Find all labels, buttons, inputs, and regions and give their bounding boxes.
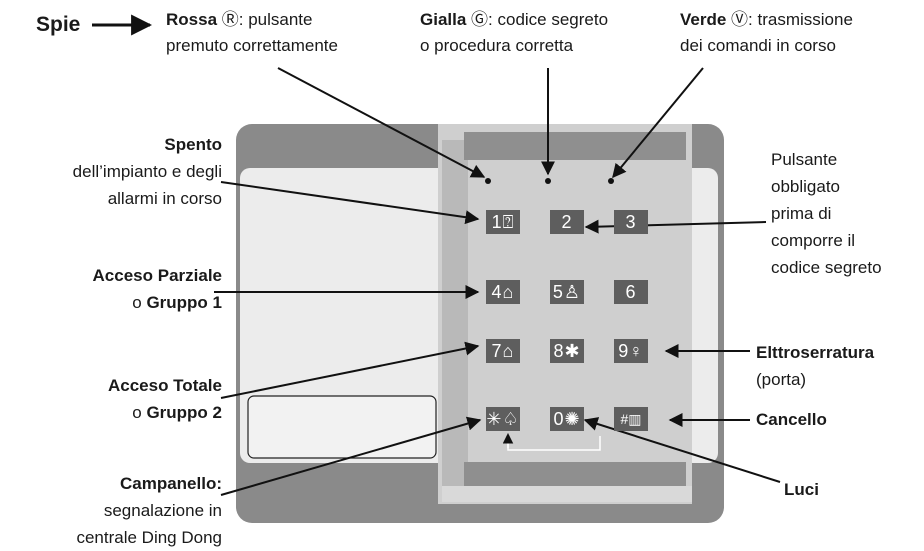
totale-title: Acceso Totale — [107, 376, 222, 395]
luci-title: Luci — [784, 480, 819, 499]
key-2[interactable]: 2 — [550, 210, 584, 234]
verde-text: : trasmissione — [748, 10, 853, 29]
leader-spento — [220, 181, 480, 225]
key-5[interactable]: 5♙ — [550, 280, 584, 304]
spento-title: Spento — [164, 135, 222, 154]
parziale-prefix: o — [132, 293, 147, 312]
keypad-body — [236, 124, 724, 523]
rossa-name: Rossa — [166, 10, 218, 29]
key-9[interactable]: 9♀ — [614, 339, 648, 363]
key-0[interactable]: 0✺ — [550, 407, 584, 431]
key-8[interactable]: 8✱ — [550, 339, 584, 363]
pulsante-l4: comporre il — [771, 231, 856, 250]
pulsante-l2: obbligato — [771, 177, 841, 196]
rossa-text: : pulsante — [238, 10, 313, 29]
gialla-text: : codice segreto — [488, 10, 609, 29]
spento-line2: dell’impianto e degli — [72, 162, 222, 181]
gialla-line2: o procedura corretta — [420, 36, 574, 55]
totale-prefix: o — [132, 403, 147, 422]
rossa-line2: premuto correttamente — [166, 36, 338, 55]
verde-line2: dei comandi in corso — [680, 36, 836, 55]
campanello-title: Campanello: — [119, 474, 222, 493]
leader-verde — [612, 67, 704, 179]
rossa-symbol: Ⓡ — [221, 10, 239, 29]
campanello-line3: centrale Ding Dong — [76, 528, 222, 547]
led-gialla — [545, 178, 551, 184]
spento-line3: allarmi in corso — [107, 189, 222, 208]
verde-name: Verde — [680, 10, 727, 29]
campanello-line2: segnalazione in — [103, 501, 222, 520]
leader-totale — [220, 341, 480, 399]
elettro-sub: (porta) — [756, 370, 807, 389]
parziale-title: Acceso Parziale — [92, 266, 222, 285]
verde-symbol: Ⓥ — [731, 10, 749, 29]
key-1[interactable]: 1⍰ — [486, 210, 520, 234]
spie-label: Spie — [36, 13, 81, 36]
leader-rossa — [277, 67, 486, 178]
led-verde — [608, 178, 614, 184]
gialla-symbol: Ⓖ — [471, 10, 489, 29]
key-3[interactable]: 3 — [614, 210, 648, 234]
gialla-name: Gialla — [420, 10, 467, 29]
pulsante-l5: codice segreto — [771, 258, 882, 277]
key-4[interactable]: 4⌂ — [486, 280, 520, 304]
parziale-group: Gruppo 1 — [146, 293, 222, 312]
rossa-caption: Rossa Ⓡ: pulsante — [166, 8, 313, 31]
elettro-title: Elttroserratura — [756, 343, 875, 362]
key-hash[interactable]: #▥ — [614, 407, 648, 431]
parziale-line2: o Gruppo 1 — [132, 291, 222, 314]
leader-campanello — [220, 416, 482, 496]
cancello-title: Cancello — [756, 410, 827, 429]
gialla-caption: Gialla Ⓖ: codice segreto — [420, 8, 608, 31]
key-6[interactable]: 6 — [614, 280, 648, 304]
key-star[interactable]: ✳♤ — [486, 407, 520, 431]
pulsante-l1: Pulsante — [771, 150, 838, 169]
verde-caption: Verde Ⓥ: trasmissione — [680, 8, 853, 31]
key-7[interactable]: 7⌂ — [486, 339, 520, 363]
pulsante-l3: prima di — [771, 204, 832, 223]
totale-group: Gruppo 2 — [146, 403, 222, 422]
led-rossa — [485, 178, 491, 184]
totale-line2: o Gruppo 2 — [132, 401, 222, 424]
